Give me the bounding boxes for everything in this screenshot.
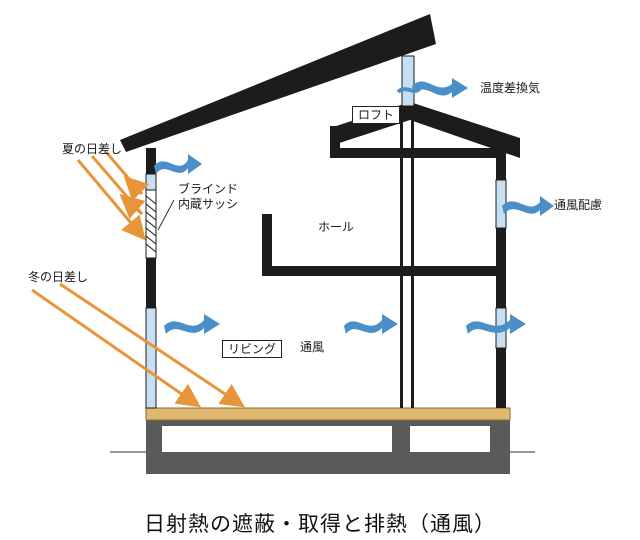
loft-label: ロフト bbox=[352, 106, 401, 124]
figure-caption: 日射熱の遮蔽・取得と排熱（通風） bbox=[144, 512, 496, 536]
blind-label-line2: 内蔵サッシ bbox=[178, 197, 239, 211]
winter-sun-label: 冬の日差し bbox=[28, 270, 89, 284]
summer-sun-label: 夏の日差し bbox=[62, 142, 123, 156]
blind-leader-line bbox=[157, 199, 175, 231]
blind-label-line1: ブラインド bbox=[178, 182, 239, 196]
floor-slab bbox=[145, 407, 511, 421]
ventilation-consideration-label: 通風配慮 bbox=[554, 198, 603, 212]
main-roof bbox=[120, 14, 436, 152]
right-wall bbox=[495, 150, 507, 408]
ventilation-label: 通風 bbox=[300, 340, 325, 354]
temp-diff-ventilation-label: 温度差換気 bbox=[480, 81, 541, 95]
ridge-vent-column bbox=[401, 55, 415, 107]
interior-structure bbox=[262, 120, 506, 408]
summer-sun-arrows bbox=[76, 151, 150, 241]
foundation bbox=[146, 418, 510, 474]
living-label: リビング bbox=[222, 340, 283, 358]
airflow-arrows bbox=[154, 78, 554, 334]
winter-sun-arrows bbox=[31, 282, 245, 408]
hall-label: ホール bbox=[318, 220, 355, 234]
